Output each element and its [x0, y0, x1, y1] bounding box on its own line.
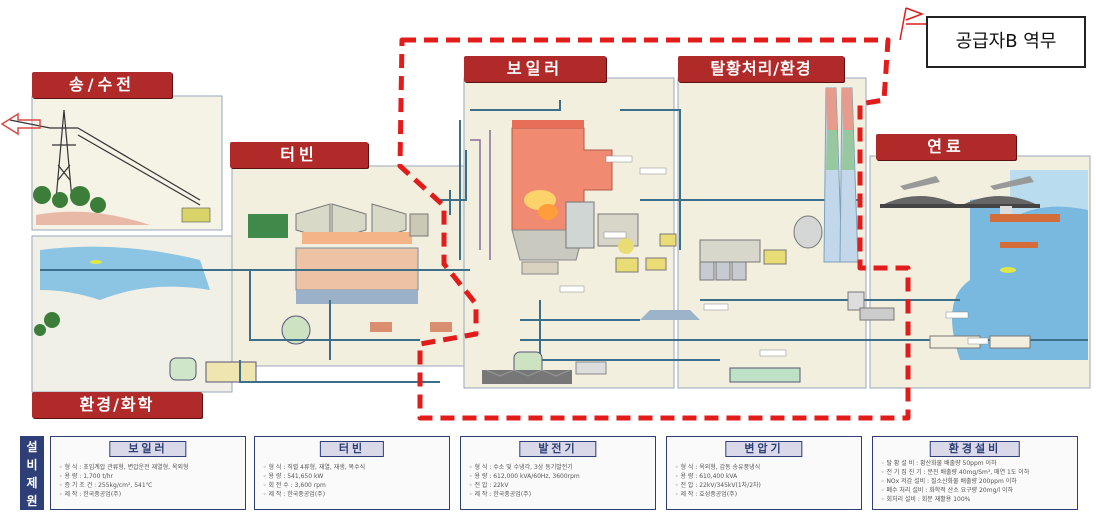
spec-title: 환경설비 [929, 441, 1021, 457]
section-label-desulfurization: 탈황처리/환경 [678, 56, 844, 82]
spec-row: ◦ 회처리 설비 : 회분 재활용 100% [881, 496, 971, 503]
spec-row: ◦ 용 량 : 541,650 kW [263, 473, 324, 480]
side-char: 비 [26, 458, 38, 472]
tree-icon [33, 186, 106, 336]
spec-row: ◦ 전 압 : 22kV [469, 482, 509, 489]
water-right [952, 196, 1088, 360]
spec-box-environment: 환경설비 ◦ 탈 황 설 비 : 황산화물 배출량 50ppm 이하 ◦ 전 기… [872, 436, 1078, 510]
fish-icon [90, 260, 1016, 273]
ship-icon [990, 206, 1060, 248]
spec-row: ◦ NOx 저감 설비 : 질소산화물 배출량 200ppm 이하 [881, 478, 1017, 485]
supplier-b-boundary [397, 37, 911, 421]
supplier-b-callout: 공급자B 역무 [926, 16, 1086, 68]
spec-box-boiler: 보일러 ◦ 형 식 : 초임계압 관류형, 변압운전 재열형, 옥외형 ◦ 용 … [50, 436, 246, 510]
section-label-fuel: 연료 [876, 134, 1016, 160]
spec-box-transformer: 변압기 ◦ 형 식 : 옥외형, 감동 송유풍냉식 ◦ 용 량 : 610,40… [666, 436, 862, 510]
section-label-boiler: 보일러 [464, 56, 606, 82]
spec-row: ◦ 형 식 : 옥외형, 감동 송유풍냉식 [675, 464, 761, 471]
spec-row: ◦ 제 작 : 효성중공업(주) [675, 491, 738, 498]
spec-row: ◦ 제 작 : 한국중공업(주) [59, 491, 122, 498]
spec-row: ◦ 용 량 : 610,400 kVA [675, 473, 738, 480]
spec-row: ◦ 전 기 집 진 기 : 분진 배출량 40mg/Sm³, 매연 1도 이하 [881, 469, 1030, 476]
spec-row: ◦ 회 전 수 : 3,600 rpm [263, 482, 326, 489]
spec-title: 터빈 [319, 441, 385, 457]
chimney-icon [823, 87, 859, 263]
spec-row: ◦ 용 량 : 1,700 t/hr [59, 473, 113, 480]
section-label-turbine: 터빈 [230, 142, 368, 168]
transmission-tower-icon [9, 109, 201, 206]
spec-row: ◦ 탈 황 설 비 : 황산화물 배출량 50ppm 이하 [881, 460, 997, 467]
water-left [40, 246, 210, 300]
spec-box-turbine: 터빈 ◦ 형 식 : 직렬 4류형, 재열, 재생, 복수식 ◦ 용 량 : 5… [254, 436, 450, 510]
spec-row: ◦ 증 기 조 건 : 255kg/cm², 541℃ [59, 482, 153, 489]
equipment-spec-side-label: 설 비 제 원 [20, 436, 44, 510]
spec-row: ◦ 제 작 : 한국중공업(주) [469, 491, 532, 498]
side-char: 원 [26, 494, 38, 508]
spec-box-generator: 발전기 ◦ 형 식 : 수소 및 수냉각, 3상 동기발전기 ◦ 용 량 : 6… [460, 436, 656, 510]
section-label-transmission: 송/수전 [32, 72, 172, 98]
side-char: 제 [26, 476, 38, 490]
spec-row: ◦ 전 압 : 22kV/345kV(1차/2차) [675, 482, 761, 489]
arrow-left-icon [0, 112, 41, 136]
spec-row: ◦ 형 식 : 수소 및 수냉각, 3상 동기발전기 [469, 464, 573, 471]
spec-title: 보일러 [109, 441, 187, 457]
spec-row: ◦ 형 식 : 초임계압 관류형, 변압운전 재열형, 옥외형 [59, 464, 189, 471]
spec-row: ◦ 용 량 : 612,000 kVA/60Hz, 3600rpm [469, 473, 580, 480]
spec-row: ◦ 제 작 : 한국중공업(주) [263, 491, 326, 498]
flag-icon [899, 7, 926, 41]
coal-pile-icon [880, 176, 1040, 206]
spec-title: 발전기 [519, 441, 597, 457]
spec-title: 변압기 [725, 441, 803, 457]
spec-row: ◦ 폐수 처리 설비 : 화학적 산소 요구량 20mg/l 이하 [881, 487, 1014, 494]
spec-row: ◦ 형 식 : 직렬 4류형, 재열, 재생, 복수식 [263, 464, 366, 471]
side-char: 설 [26, 440, 38, 454]
section-label-environment-chemistry: 환경/화학 [32, 392, 202, 418]
